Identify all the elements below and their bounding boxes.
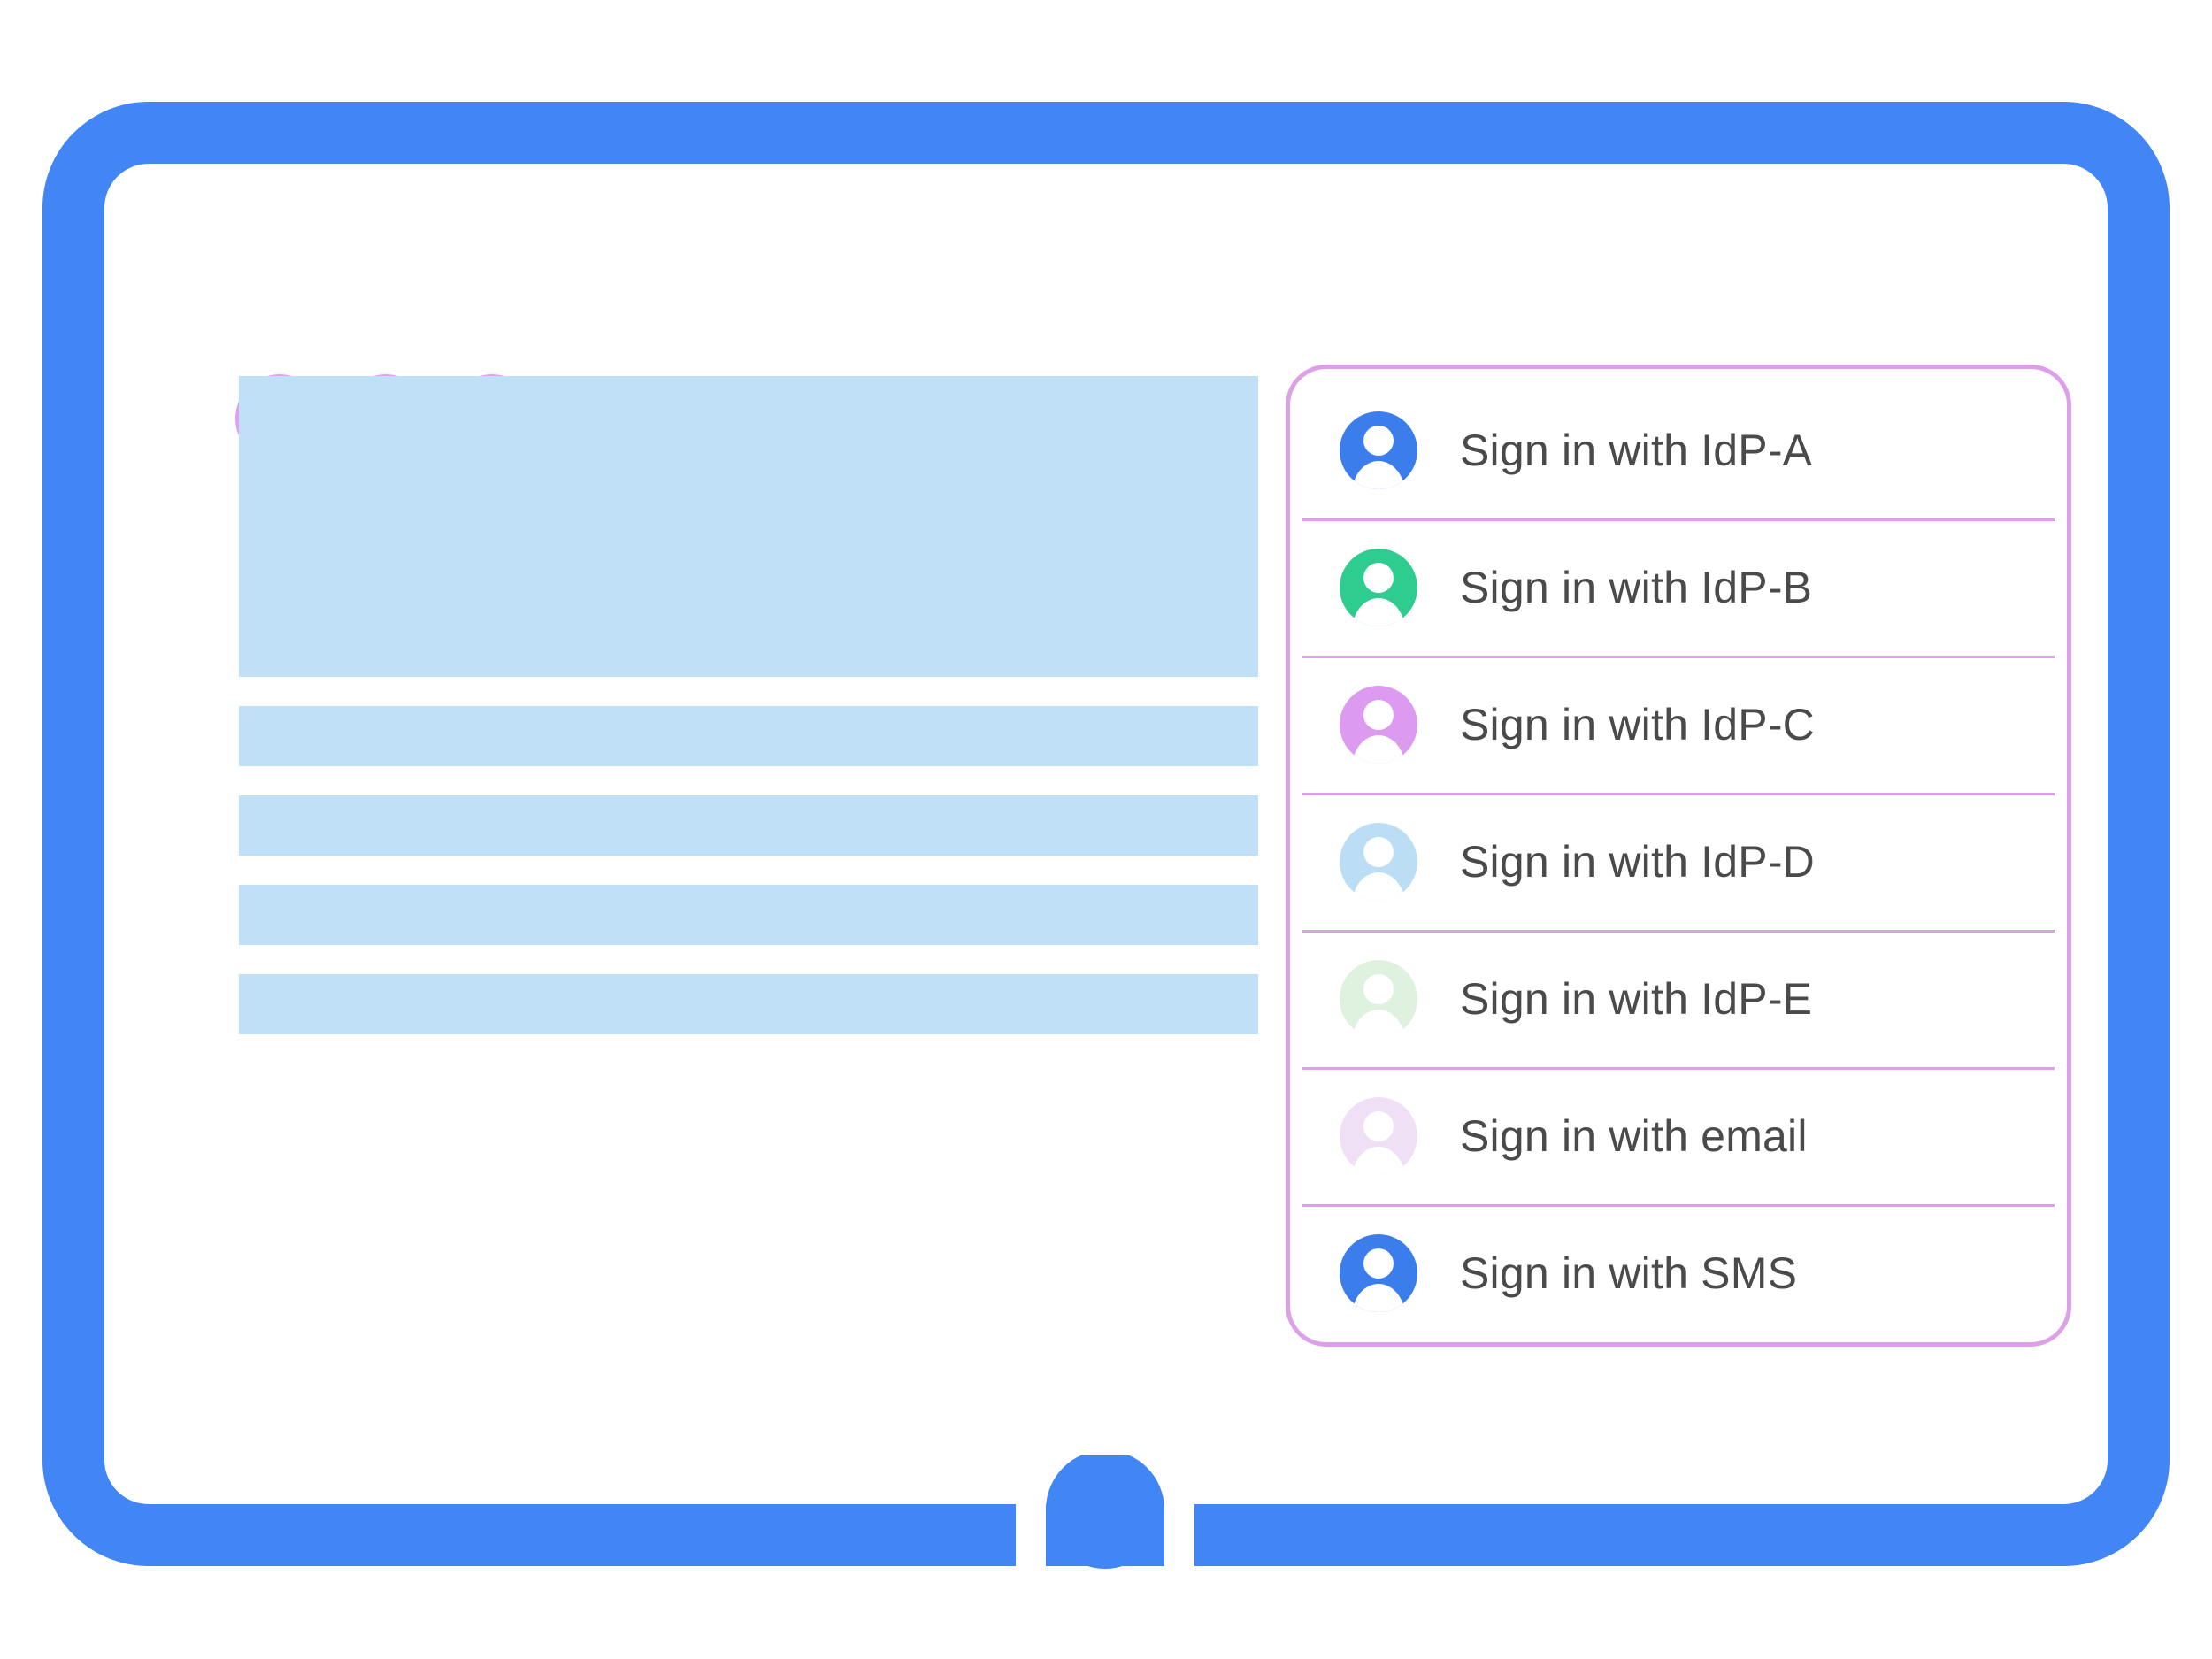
avatar-head <box>1363 1248 1394 1279</box>
signin-option-label: Sign in with IdP-D <box>1460 836 1815 887</box>
signin-provider-list: Sign in with IdP-A Sign in with IdP-B Sign… <box>1290 381 2067 1341</box>
avatar-body <box>1352 1146 1405 1175</box>
avatar-body <box>1352 872 1405 901</box>
account-avatar-icon <box>1340 822 1417 901</box>
signin-option-label: Sign in with IdP-C <box>1460 699 1815 749</box>
signin-option-label: Sign in with IdP-A <box>1460 425 1813 475</box>
signin-option-row[interactable]: Sign in with IdP-B <box>1290 518 2067 656</box>
avatar-body <box>1352 1283 1405 1312</box>
content-hero-placeholder <box>239 376 1258 677</box>
signin-option-row[interactable]: Sign in with IdP-A <box>1290 381 2067 518</box>
avatar-head <box>1363 1110 1394 1141</box>
home-button-gap-left <box>1016 1450 1046 1569</box>
account-avatar-icon <box>1340 1096 1417 1175</box>
content-bar-placeholder-3 <box>239 885 1258 945</box>
content-bar-placeholder-4 <box>239 974 1258 1034</box>
avatar-body <box>1352 460 1405 489</box>
browser-header: RP.example <box>113 199 2099 463</box>
content-bar-placeholder-1 <box>239 706 1258 766</box>
signin-option-label: Sign in with IdP-E <box>1460 973 1813 1024</box>
signin-option-row[interactable]: Sign in with IdP-D <box>1290 793 2067 930</box>
account-avatar-icon <box>1340 411 1417 489</box>
signin-option-row[interactable]: Sign in with SMS <box>1290 1204 2067 1341</box>
account-avatar-icon <box>1340 548 1417 626</box>
signin-option-label: Sign in with email <box>1460 1110 1808 1161</box>
content-bar-placeholder-2 <box>239 795 1258 856</box>
account-avatar-icon <box>1340 685 1417 764</box>
avatar-head <box>1363 973 1394 1004</box>
avatar-head <box>1363 425 1394 456</box>
signin-option-row[interactable]: Sign in with email <box>1290 1067 2067 1204</box>
signin-option-label: Sign in with SMS <box>1460 1248 1798 1298</box>
signin-card: Sign in with IdP-A Sign in with IdP-B Sign… <box>1286 365 2071 1347</box>
avatar-head <box>1363 836 1394 867</box>
signin-option-row[interactable]: Sign in with IdP-C <box>1290 656 2067 793</box>
home-button-gap-right <box>1164 1450 1194 1569</box>
account-avatar-icon <box>1340 1233 1417 1312</box>
avatar-body <box>1352 597 1405 626</box>
home-button[interactable] <box>1046 1450 1164 1569</box>
signin-option-row[interactable]: Sign in with IdP-E <box>1290 930 2067 1067</box>
account-avatar-icon <box>1340 959 1417 1038</box>
avatar-body <box>1352 1009 1405 1038</box>
signin-option-label: Sign in with IdP-B <box>1460 562 1813 612</box>
content-placeholder-group <box>239 376 1258 1064</box>
avatar-head <box>1363 699 1394 730</box>
avatar-body <box>1352 734 1405 764</box>
avatar-head <box>1363 562 1394 593</box>
